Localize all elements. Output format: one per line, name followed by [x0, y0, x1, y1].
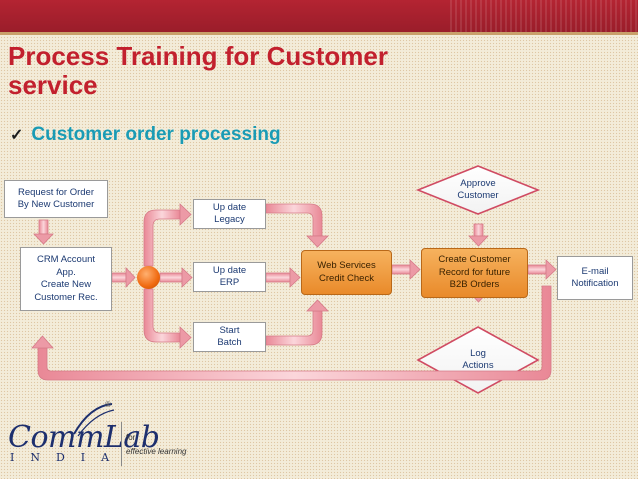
junction-node	[137, 266, 160, 289]
log-label: Log Actions	[462, 347, 494, 372]
arrow-approve-to-create	[473, 223, 484, 237]
top-banner	[0, 0, 638, 32]
email-box: E-mail Notification	[557, 256, 633, 300]
logo-divider	[121, 422, 122, 466]
webservices-box: Web Services Credit Check	[301, 250, 392, 295]
bullet-point: ✓ Customer order processing	[10, 124, 281, 146]
legacy-box: Up date Legacy	[193, 199, 266, 229]
batch-box: Start Batch	[193, 322, 266, 352]
checkmark-icon: ✓	[10, 127, 24, 144]
approve-diamond	[415, 165, 541, 215]
arrow-hub-to-erp	[159, 272, 183, 283]
arrow-erp-to-webservices	[265, 272, 291, 283]
arrow-hub-to-batch	[143, 288, 181, 343]
arrow-legacy-to-webservices	[265, 203, 323, 237]
logo-tagline: effective learning	[126, 447, 187, 456]
create-customer-box: Create Customer Record for future B2B Or…	[421, 248, 528, 298]
arrow-create-to-email	[527, 264, 547, 275]
top-banner-stripes	[450, 0, 638, 32]
approve-label: Approve Customer	[457, 177, 499, 202]
erp-box: Up date ERP	[193, 262, 266, 292]
bullet-text: Customer order processing	[31, 124, 281, 145]
request-box: Request for Order By New Customer	[4, 180, 108, 218]
slide-title: Process Training for Customer service	[8, 41, 388, 100]
top-divider	[0, 32, 638, 35]
registered-mark: ®	[105, 400, 111, 409]
logo-tag-for: for	[126, 433, 136, 442]
commlab-logo: ® CommLab INDIA for effective learning	[8, 400, 208, 470]
logo-country: INDIA	[10, 451, 126, 464]
crm-box: CRM Account App. Create New Customer Rec…	[20, 247, 112, 311]
arrow-batch-to-webservices	[265, 310, 323, 346]
arrow-webservices-to-create	[391, 264, 411, 275]
logo-swoosh-icon	[73, 403, 115, 437]
arrow-request-to-crm	[38, 219, 49, 235]
logo-name: CommLab	[8, 420, 160, 455]
arrow-hub-to-legacy	[143, 209, 181, 267]
arrow-crm-to-hub	[111, 272, 127, 283]
